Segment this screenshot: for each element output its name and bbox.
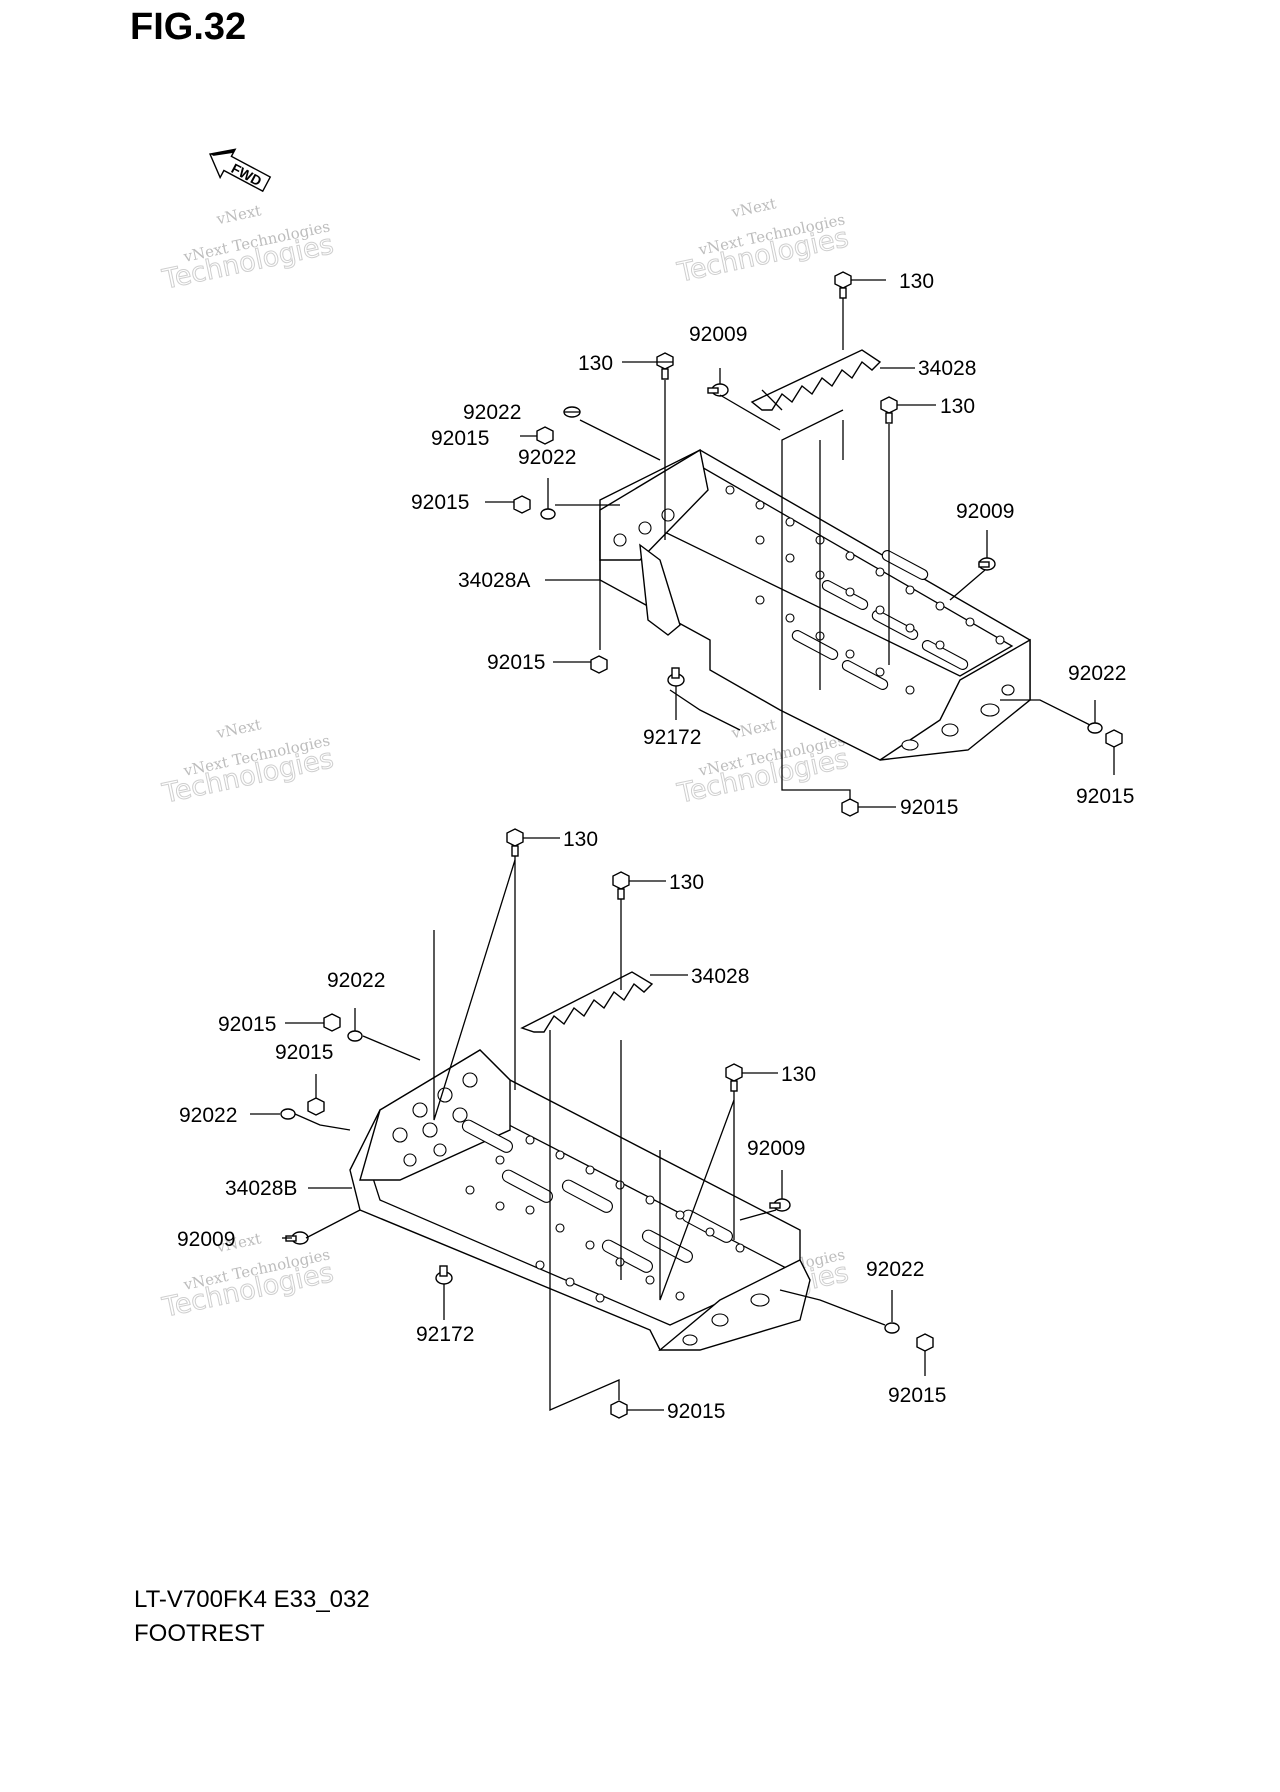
bolt-130-icon [506, 828, 524, 847]
callout-label: 34028A [458, 569, 530, 592]
callout-label: 130 [940, 395, 975, 418]
leader-lines-lower [250, 837, 926, 1411]
callout-label: 92022 [518, 446, 576, 469]
bolt-130-icon [656, 352, 674, 370]
callout-label: 34028B [225, 1177, 297, 1200]
bolt-130-icon [880, 396, 898, 414]
callout-label: 92015 [888, 1384, 946, 1407]
step-pad-34028 [750, 349, 882, 411]
step-pad-34028 [520, 971, 654, 1033]
washer-92022-icon [884, 1322, 900, 1334]
callout-label: 34028 [691, 965, 749, 988]
callout-label: 92015 [431, 427, 489, 450]
callout-label: 92172 [643, 726, 701, 749]
bolt-holes [465, 1135, 745, 1303]
watermark: vNext vNext Technologies Technologies [674, 194, 852, 289]
callout-labels-upper: 130 92009 130 34028 130 92022 92015 9202… [411, 270, 1134, 819]
nut-92015-icon [513, 495, 531, 514]
bolt-130-icon [725, 1063, 743, 1082]
washer-92022-icon [347, 1030, 363, 1042]
callout-label: 92015 [1076, 785, 1134, 808]
callout-label: 92015 [218, 1013, 276, 1036]
figure-title: FIG.32 [130, 6, 247, 48]
watermark: vNext vNext Technologies Technologies [159, 201, 337, 296]
leader-lines-upper [485, 279, 1115, 808]
nut-92015-icon [916, 1333, 934, 1352]
model-code: LT-V700FK4 E33_032 [134, 1586, 370, 1613]
step-slots [791, 550, 969, 690]
callout-label: 92022 [866, 1258, 924, 1281]
watermark: vNext vNext Technologies Technologies [159, 715, 337, 810]
callout-label: 92009 [689, 323, 747, 346]
callout-label: 92009 [177, 1228, 235, 1251]
nut-92015-icon [590, 655, 608, 674]
callout-label: 92015 [487, 651, 545, 674]
watermark-line1: vNext [214, 201, 263, 228]
callout-label: 130 [669, 871, 704, 894]
callout-label: 92009 [747, 1137, 805, 1160]
nut-92015-icon [536, 426, 554, 445]
callout-label: 92022 [1068, 662, 1126, 685]
callout-label: 92015 [667, 1400, 725, 1423]
bolt-130-icon [612, 871, 630, 890]
front-bracket [658, 1259, 811, 1351]
fwd-arrow-icon: FWD [208, 148, 272, 193]
nut-92015-icon [610, 1400, 628, 1419]
callout-labels-lower: 130 130 34028 92022 92015 92015 130 9202… [177, 828, 946, 1423]
callout-label: 92022 [327, 969, 385, 992]
watermark-line1: vNext [729, 194, 778, 221]
bolt-130-icon [834, 271, 852, 289]
callout-label: 92022 [463, 401, 521, 424]
callout-label: 130 [899, 270, 934, 293]
callout-label: 92015 [411, 491, 469, 514]
washer-92022-icon [540, 508, 556, 520]
front-bracket [879, 638, 1031, 761]
callout-label: 92172 [416, 1323, 474, 1346]
callout-label: 34028 [918, 357, 976, 380]
callout-label: 92022 [179, 1104, 237, 1127]
nut-92015-icon [1105, 729, 1123, 748]
hardware-lower [280, 828, 934, 1419]
callout-label: 130 [578, 352, 613, 375]
watermark-line1: vNext [214, 715, 263, 742]
nut-92015-icon [307, 1097, 325, 1116]
hardware-upper [513, 271, 1123, 817]
nut-92015-icon [323, 1013, 341, 1032]
section-name: FOOTREST [134, 1620, 265, 1647]
callout-label: 92009 [956, 500, 1014, 523]
callout-label: 92015 [275, 1041, 333, 1064]
callout-label: 130 [563, 828, 598, 851]
nut-92015-icon [841, 798, 859, 817]
callout-label: 92015 [900, 796, 958, 819]
step-slots [461, 1119, 733, 1273]
lower-footrest-assembly: 130 130 34028 92022 92015 92015 130 9202… [177, 828, 946, 1423]
callout-label: 130 [781, 1063, 816, 1086]
washer-92022-icon [280, 1108, 296, 1120]
upper-footrest-assembly: 130 92009 130 34028 130 92022 92015 9202… [411, 270, 1134, 819]
